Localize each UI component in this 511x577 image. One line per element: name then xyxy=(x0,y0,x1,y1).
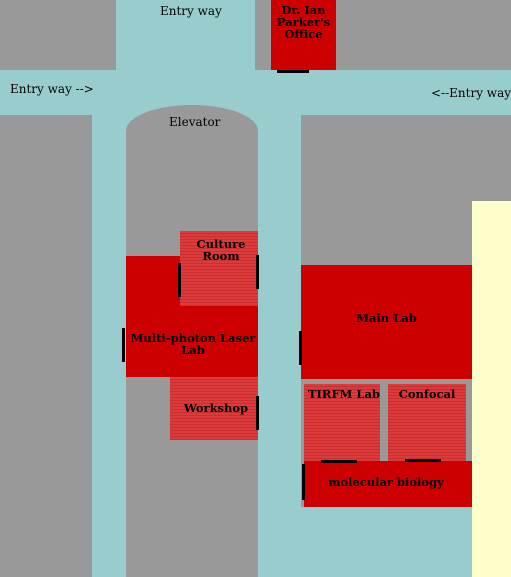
room-workshop[interactable]: Workshop xyxy=(170,377,258,440)
door-tirfm xyxy=(321,460,357,463)
room-culture-label: Culture Room xyxy=(196,237,246,263)
block-top-right xyxy=(336,0,511,70)
door-multiphoton xyxy=(122,328,125,362)
block-top-left xyxy=(0,0,116,70)
entry-right-label: <--Entry way xyxy=(431,86,511,100)
room-main-lab-label: Main Lab xyxy=(356,311,417,325)
room-molecular-label: molecular biology xyxy=(328,475,444,489)
door-office xyxy=(277,70,309,73)
room-confocal[interactable]: Confocal xyxy=(388,384,466,461)
door-confocal xyxy=(405,459,441,462)
entry-left-label: Entry way --> xyxy=(10,82,94,96)
door-workshop xyxy=(256,396,259,430)
room-workshop-label: Workshop xyxy=(183,401,249,415)
room-office-label: Dr. Ian Parker's Office xyxy=(276,3,331,41)
block-left xyxy=(0,115,92,577)
door-culture-right xyxy=(256,255,259,289)
annex-area xyxy=(472,201,511,577)
room-confocal-label: Confocal xyxy=(398,387,456,401)
door-culture-left xyxy=(178,263,181,297)
elevator-label: Elevator xyxy=(169,115,221,129)
room-tirfm-label: TIRFM Lab xyxy=(308,387,380,401)
corridor-east xyxy=(301,507,472,577)
door-main-lab xyxy=(299,331,302,365)
door-molecular xyxy=(302,464,305,500)
room-office[interactable]: Dr. Ian Parker's Office xyxy=(271,0,336,70)
block-top-middle xyxy=(255,0,271,70)
room-molecular-biology[interactable]: molecular biology xyxy=(304,461,472,507)
room-tirfm-lab[interactable]: TIRFM Lab xyxy=(304,384,380,461)
room-multiphoton-label: Multi-photon Laser Lab xyxy=(130,331,256,357)
room-culture[interactable]: Culture Room xyxy=(180,231,258,306)
room-main-lab[interactable]: Main Lab xyxy=(301,265,472,379)
entry-top-label: Entry way xyxy=(160,4,222,18)
